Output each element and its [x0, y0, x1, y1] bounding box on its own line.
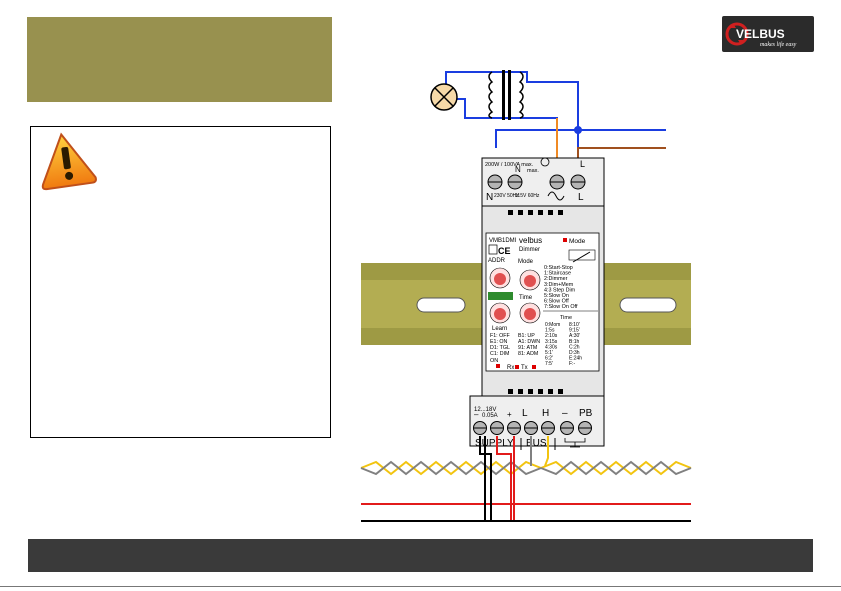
logo-tagline: makes life easy — [760, 41, 797, 48]
warning-box — [30, 126, 331, 438]
bottom-terminals — [473, 421, 592, 435]
logo-brand: VELBUS — [736, 27, 785, 41]
ce-icon: CE — [498, 246, 511, 256]
transformer-icon — [488, 70, 524, 120]
learn-list-item: 81: ADM — [518, 351, 538, 357]
mode-list-item: 6:Slow Off — [544, 299, 569, 305]
bus-cabling — [360, 436, 692, 522]
tx-label: Tx — [521, 365, 528, 371]
learn-list-item: F1: OFF — [490, 333, 510, 339]
time-list-item: D:3h — [569, 350, 580, 356]
time-list-item: 0:Mom — [545, 322, 560, 328]
learn-list-item: A1: DWN — [518, 339, 540, 345]
mode-switch[interactable] — [519, 269, 541, 291]
velbus-logo-mark: VELBUS makes life easy — [725, 22, 797, 48]
label-bottom-l: L — [578, 192, 584, 203]
learn-list-item: D1: TGL — [490, 345, 510, 351]
mode-list-item: 2:Dimmer — [544, 276, 568, 282]
time-list-item: 4:30s — [545, 344, 558, 350]
mode-led — [563, 238, 567, 242]
mode-list-item: 0:Start-Stop — [544, 265, 573, 271]
addr-switch-low[interactable] — [489, 302, 511, 324]
footer-line — [0, 586, 841, 587]
addr-switch-high[interactable] — [489, 267, 511, 289]
dimmer-symbol-icon — [547, 191, 565, 201]
label-top-l: L — [580, 159, 585, 169]
learn-list-item: C1: DIM — [490, 351, 509, 357]
brand-label: velbus — [519, 236, 542, 245]
learn-list-item: E1: ON — [490, 339, 508, 345]
tx-led — [532, 365, 536, 369]
bus-h-label: H — [542, 408, 549, 419]
pb-minus-label: – — [562, 408, 568, 419]
weee-icon — [488, 244, 498, 255]
supply-voltage-label: 12...18V — [474, 407, 496, 413]
time-list-item: 6:2' — [545, 356, 553, 362]
rx-led — [515, 365, 519, 369]
time-list-item: 1:5s — [545, 328, 555, 334]
learn-list-item: B1: UP — [518, 333, 535, 339]
model-label: VMB1DMI — [489, 238, 517, 244]
time-list-item: C:2h — [569, 344, 580, 350]
label-bottom-n: N — [486, 192, 493, 203]
warning-icon — [41, 132, 97, 191]
product-label: Dimmer — [519, 247, 540, 253]
label-200w: 200W / 100VA max. — [485, 162, 534, 168]
time-list-item: A:30' — [569, 333, 580, 339]
dimmer-module: 200W / 100VA max. max. N L N 230V 50Hz 1… — [469, 157, 605, 450]
time-list-item: 2:10s — [545, 333, 558, 339]
mode-list-item: 3:Dim+Mem — [544, 282, 574, 288]
time-list-item: 7:5' — [545, 361, 553, 367]
mains-wiring — [445, 71, 666, 160]
learn-label: Learn — [492, 326, 507, 332]
on-label: ON — [490, 358, 498, 364]
label-115v: 115V 60Hz — [515, 193, 540, 199]
time-list-item: E:24h — [569, 356, 582, 362]
mode-icon — [568, 249, 596, 261]
footer-bar — [28, 539, 813, 572]
time-switch[interactable] — [519, 302, 541, 324]
bus-l-label: L — [522, 408, 528, 419]
time-list-item: 5:1' — [545, 350, 553, 356]
top-terminals — [487, 174, 586, 190]
mode-list-item: 7:Slow On Off — [544, 304, 578, 310]
label-top-n: N — [515, 165, 521, 174]
time-list-item: 3:15s — [545, 339, 558, 345]
time-list-item: 8:10' — [569, 322, 580, 328]
mode-led-label: Mode — [569, 238, 586, 245]
learn-list-item: 91: ATM — [518, 345, 537, 351]
lamp-symbol-icon — [540, 157, 550, 167]
addr-led-green — [488, 292, 513, 300]
front-label — [485, 232, 600, 372]
title-panel — [27, 17, 332, 102]
time-header: Time — [560, 315, 572, 321]
rx-label: Rx — [507, 365, 514, 371]
pb-label: PB — [579, 408, 593, 419]
time-list-item: F:- — [569, 361, 575, 367]
time-list-item: B:1h — [569, 339, 580, 345]
mode-list-item: 1:Staircase — [544, 271, 571, 277]
velbus-logo: VELBUS makes life easy — [722, 16, 814, 52]
addr-label: ADDR — [488, 258, 506, 264]
label-max: max. — [527, 168, 539, 174]
supply-plus-label: + — [507, 410, 512, 419]
time-switch-label: Time — [519, 295, 533, 301]
bus-label: BUS — [526, 438, 547, 449]
supply-minus-label: – — [474, 410, 479, 419]
on-led — [496, 364, 500, 368]
supply-label: SUPPLY — [475, 438, 514, 449]
mode-switch-label: Mode — [518, 259, 534, 265]
mode-list-item: 5:Slow On — [544, 293, 569, 299]
ground-icon — [564, 438, 586, 448]
supply-current-label: 0.05A — [482, 413, 498, 419]
time-list-item: 9:15' — [569, 328, 580, 334]
mode-list-item: 4:3 Step Dim — [544, 287, 576, 293]
label-230v: 230V 50Hz — [494, 193, 519, 199]
mode-list: 0:Start-Stop1:Staircase2:Dimmer3:Dim+Mem… — [544, 265, 578, 310]
lamp-icon — [430, 83, 458, 111]
